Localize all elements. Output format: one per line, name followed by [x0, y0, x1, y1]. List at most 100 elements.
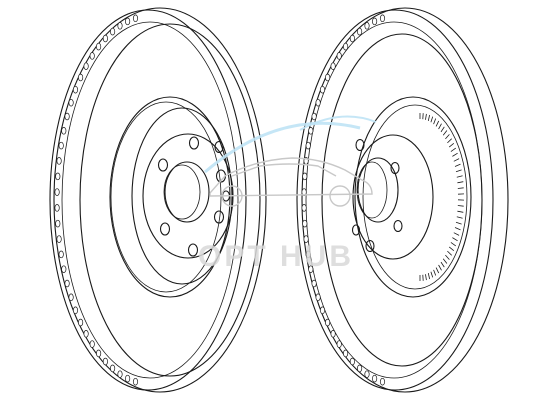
vent-slot	[83, 62, 89, 70]
vent-slot	[302, 219, 308, 228]
vent-slot	[305, 250, 311, 259]
vent-slot	[55, 219, 61, 228]
vent-slot	[349, 34, 355, 43]
vent-slot	[364, 22, 370, 30]
inner-tooth	[455, 221, 462, 225]
vent-slot	[78, 73, 84, 82]
right-disc-bolt-holes	[351, 138, 403, 253]
inner-tooth	[425, 113, 427, 120]
vent-slot	[61, 127, 67, 135]
vent-slot	[54, 188, 60, 196]
left-disc-vent-slots	[54, 14, 139, 386]
vent-slot	[357, 364, 363, 373]
inner-tooth	[438, 264, 442, 271]
vent-slot	[55, 172, 61, 181]
inner-tooth	[453, 232, 460, 236]
vent-slot	[303, 235, 309, 243]
inner-tooth	[447, 250, 452, 256]
inner-tooth	[430, 271, 434, 278]
vent-slot	[315, 293, 321, 302]
inner-tooth	[454, 163, 461, 167]
right-disc-inner-teeth	[419, 113, 465, 281]
right-disc-vent-slots	[301, 14, 386, 386]
watermark: OPT HUB	[198, 115, 377, 273]
vent-slot	[64, 112, 70, 121]
vent-slot	[68, 293, 74, 302]
inner-tooth	[427, 273, 430, 280]
vent-slot	[64, 279, 70, 288]
vent-slot	[125, 17, 131, 26]
vent-slot	[330, 62, 336, 70]
vent-slot	[325, 318, 331, 327]
inner-tooth	[450, 147, 457, 152]
vent-slot	[72, 85, 79, 94]
inner-tooth	[457, 187, 464, 189]
inner-tooth	[454, 227, 461, 231]
inner-tooth	[442, 130, 448, 136]
vent-slot	[319, 85, 326, 94]
vent-slot	[308, 265, 314, 273]
inner-tooth	[445, 134, 450, 140]
inner-tooth	[448, 142, 455, 148]
right-brake-disc	[296, 7, 509, 393]
inner-tooth	[425, 274, 427, 281]
vent-slot	[343, 349, 349, 358]
vent-slot	[311, 279, 317, 288]
vent-slot	[372, 374, 378, 383]
vent-slot	[302, 172, 308, 181]
inner-tooth	[440, 126, 445, 133]
vent-slot	[54, 204, 60, 212]
vent-slot	[315, 98, 321, 107]
vent-slot	[102, 357, 108, 366]
vent-slot	[305, 141, 311, 150]
vent-slot	[372, 17, 378, 26]
left-brake-disc	[49, 7, 267, 393]
watermark-text: OPT HUB	[198, 240, 354, 273]
vent-slot	[132, 14, 139, 23]
vent-slot	[319, 306, 326, 315]
inner-tooth	[448, 246, 455, 252]
inner-tooth	[445, 254, 450, 260]
vent-slot	[56, 235, 62, 243]
vent-slot	[330, 330, 336, 338]
vent-slot	[132, 377, 139, 386]
inner-tooth	[455, 169, 462, 173]
car-icon	[209, 157, 373, 207]
inner-tooth	[447, 138, 452, 144]
vent-slot	[96, 349, 102, 358]
inner-tooth	[435, 267, 440, 274]
vent-slot	[125, 374, 131, 383]
inner-tooth	[453, 158, 460, 162]
vent-slot	[72, 306, 79, 315]
inner-tooth	[427, 114, 430, 121]
inner-tooth	[452, 237, 458, 242]
vent-slot	[336, 52, 342, 60]
vent-slot	[343, 42, 349, 51]
inner-tooth	[430, 116, 434, 123]
vent-slot	[357, 27, 363, 36]
inner-tooth	[457, 210, 464, 213]
vent-slot	[308, 127, 314, 135]
vent-slot	[117, 22, 123, 30]
vent-slot	[89, 52, 95, 60]
inner-tooth	[435, 120, 440, 127]
vent-slot	[364, 370, 370, 378]
inner-tooth	[452, 152, 458, 157]
inner-tooth	[456, 175, 463, 178]
inner-tooth	[438, 123, 442, 130]
vent-slot	[68, 98, 74, 107]
vent-slot	[56, 157, 62, 165]
vent-slot	[58, 141, 64, 150]
vent-slot	[117, 370, 123, 378]
vent-slot	[89, 340, 95, 348]
inner-tooth	[442, 258, 448, 264]
inner-tooth	[456, 216, 463, 219]
vent-slot	[102, 34, 108, 43]
vent-slot	[78, 318, 84, 327]
vent-slot	[349, 357, 355, 366]
inner-tooth	[450, 242, 457, 247]
vent-slot	[311, 112, 317, 121]
vent-slot	[61, 265, 67, 273]
inner-tooth	[433, 118, 437, 125]
inner-tooth	[440, 261, 445, 268]
